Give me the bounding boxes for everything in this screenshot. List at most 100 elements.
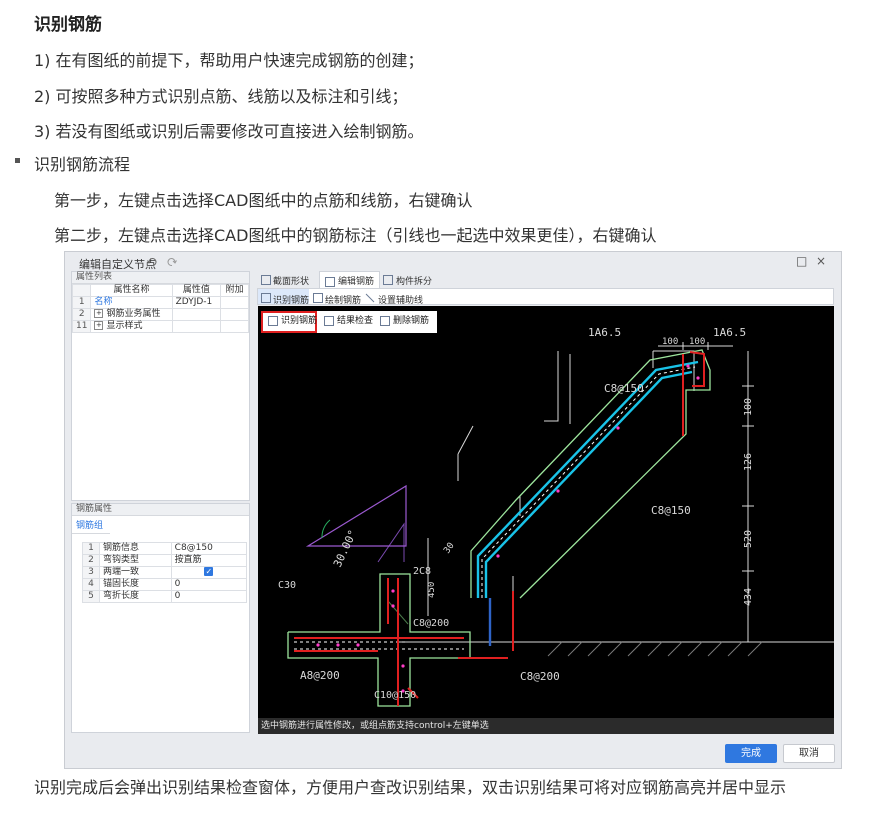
doc-line-1: 1) 在有图纸的前提下，帮助用户快速完成钢筋的创建； [34, 51, 424, 70]
both-ends-checkbox[interactable]: ✓ [170, 566, 248, 579]
close-button[interactable]: × [816, 254, 827, 268]
component-split-icon [383, 275, 393, 285]
label-c30: C30 [278, 580, 296, 591]
step-2: 第二步，左键点击选择CAD图纸中的钢筋标注（引线也一起选中效果更佳），右键确认 [54, 226, 657, 245]
tab-section-shape[interactable]: 截面形状 [273, 277, 310, 287]
tool-delete-label: 删除钢筋 [393, 316, 430, 326]
property-name: 显示样式 [106, 321, 143, 331]
row-index: 1 [82, 542, 100, 555]
property-value [171, 320, 222, 333]
rebar-prop-value[interactable]: C8@150 [170, 542, 248, 555]
rebar-prop-value[interactable]: 按直筋 [170, 554, 248, 567]
rebar-table: 1 钢筋信息 C8@150 2 弯钩类型 按直筋 3 两端一致 ✓ 4 锚固长度… [82, 542, 248, 603]
rebar-prop-name: 弯钩类型 [99, 554, 172, 567]
canvas-toolbar-bg [261, 311, 437, 333]
bullet-heading: 识别钢筋流程 [34, 155, 131, 174]
label-2c8: 2C8 [413, 566, 431, 577]
table-row[interactable]: 1 钢筋信息 C8@150 [82, 542, 248, 555]
footer-text: 识别完成后会弹出识别结果检查窗体，方便用户查改识别结果，双击识别结果可将对应钢筋… [34, 778, 787, 797]
property-col-index [71, 284, 92, 297]
tab-rebar-group[interactable]: 钢筋组 [72, 516, 110, 534]
dim-126: 126 [743, 453, 754, 471]
expand-icon[interactable]: + [94, 321, 104, 330]
label-c8-200-bottom: C8@200 [520, 670, 560, 683]
check-icon: ✓ [204, 567, 214, 576]
recognize-tool-highlight [261, 311, 317, 333]
table-row[interactable]: 2 +钢筋业务属性 [71, 308, 249, 321]
table-row[interactable]: 2 弯钩类型 按直筋 [82, 554, 248, 567]
subtab-draw-rebar[interactable]: 绘制钢筋 [325, 296, 362, 306]
undo-icon[interactable] [147, 257, 157, 267]
property-col-extra: 附加 [220, 284, 249, 297]
row-index: 11 [71, 320, 92, 333]
property-extra [220, 308, 249, 321]
doc-title: 识别钢筋 [34, 15, 102, 35]
property-value [171, 308, 222, 321]
property-table: 属性名称 属性值 附加 1 名称 ZDYJD-1 2 +钢筋业务属性 11 +显… [71, 284, 249, 333]
section-shape-icon [261, 275, 271, 285]
step-1: 第一步，左键点击选择CAD图纸中的点筋和线筋，右键确认 [54, 191, 473, 210]
expand-icon[interactable]: + [94, 309, 104, 318]
rebar-prop-value[interactable]: 0 [170, 578, 248, 591]
rebar-properties-header: 钢筋属性 [72, 504, 249, 516]
recognize-rebar-icon [261, 293, 271, 303]
finish-button[interactable]: 完成 [725, 744, 777, 763]
subtab-recognize-rebar[interactable]: 识别钢筋 [273, 296, 310, 306]
dim-100-top-a: 100 [662, 337, 678, 347]
row-index: 4 [82, 578, 100, 591]
dim-520: 520 [743, 530, 754, 548]
rebar-prop-name: 锚固长度 [99, 578, 172, 591]
status-bar: 选中钢筋进行属性修改，或组点筋支持control+左键单选 [258, 718, 834, 734]
row-index: 2 [82, 554, 100, 567]
property-name: 名称 [90, 296, 173, 309]
rebar-prop-name: 弯折长度 [99, 590, 172, 603]
label-c8-150-mid: C8@150 [651, 504, 691, 517]
table-row[interactable]: 4 锚固长度 0 [82, 578, 248, 591]
edit-custom-node-window: 编辑自定义节点 □ × 属性列表 属性名称 属性值 附加 1 名称 ZDYJD-… [64, 251, 842, 769]
doc-line-3: 3) 若没有图纸或识别后需要修改可直接进入绘制钢筋。 [34, 122, 424, 141]
aux-line-icon [365, 293, 375, 303]
cad-canvas[interactable]: 1A6.5 1A6.5 C8@150 C8@150 C30 2C8 C8@200… [258, 306, 834, 718]
label-a8-200: A8@200 [300, 669, 340, 682]
label-1a6-5-right: 1A6.5 [713, 326, 746, 339]
cad-drawing[interactable]: 1A6.5 1A6.5 C8@150 C8@150 C30 2C8 C8@200… [258, 306, 834, 718]
property-list-panel: 属性列表 属性名称 属性值 附加 1 名称 ZDYJD-1 2 +钢筋业务属性 [71, 271, 250, 501]
cancel-button[interactable]: 取消 [783, 744, 835, 763]
subtab-set-aux-line[interactable]: 设置辅助线 [378, 296, 424, 306]
redo-icon[interactable] [167, 257, 177, 267]
tool-recognize-rebar[interactable]: 识别钢筋 [268, 313, 317, 326]
property-col-value: 属性值 [171, 284, 222, 297]
tab-component-split[interactable]: 构件拆分 [396, 277, 433, 287]
row-index: 3 [82, 566, 100, 579]
property-name: 钢筋业务属性 [106, 309, 161, 319]
row-index: 1 [71, 296, 92, 309]
label-1a6-5-left: 1A6.5 [588, 326, 621, 339]
recognize-tool-icon [268, 315, 278, 326]
label-c10-150: C10@150 [374, 690, 416, 701]
draw-rebar-icon [313, 293, 323, 303]
table-row[interactable]: 1 名称 ZDYJD-1 [71, 296, 249, 309]
rebar-prop-name: 钢筋信息 [99, 542, 172, 555]
edit-rebar-icon [325, 276, 335, 287]
dim-100: 100 [743, 398, 754, 416]
tool-recognize-label: 识别钢筋 [281, 316, 318, 326]
table-row[interactable]: 3 两端一致 ✓ [82, 566, 248, 579]
dim-434: 434 [743, 588, 754, 606]
label-angle: 30.00° [331, 528, 360, 570]
result-check-icon [324, 315, 334, 326]
property-value[interactable]: ZDYJD-1 [171, 296, 222, 309]
maximize-button[interactable]: □ [796, 254, 808, 268]
property-extra [220, 320, 249, 333]
rebar-prop-name: 两端一致 [99, 566, 172, 579]
tab-edit-rebar-label: 编辑钢筋 [338, 277, 375, 287]
rebar-prop-value[interactable]: 0 [170, 590, 248, 603]
subtab-bar [257, 288, 834, 305]
table-row[interactable]: 5 弯折长度 0 [82, 590, 248, 603]
label-c8-150-top: C8@150 [604, 382, 644, 395]
tool-result-check[interactable]: 结果检查 [324, 313, 373, 326]
table-row[interactable]: 11 +显示样式 [71, 320, 249, 333]
dim-450: 450 [427, 582, 437, 598]
tool-delete-rebar[interactable]: 删除钢筋 [380, 313, 429, 326]
row-index: 5 [82, 590, 100, 603]
tab-edit-rebar[interactable]: 编辑钢筋 [319, 271, 381, 289]
